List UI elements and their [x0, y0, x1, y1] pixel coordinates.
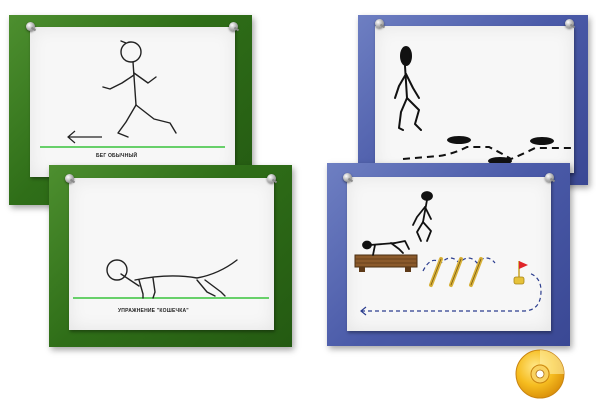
card-cat-paper: УПРАЖНЕНИЕ "КОШЕЧКА"	[69, 178, 274, 330]
card-hops-paper	[375, 26, 574, 173]
card-running-caption: БЕГ ОБЫЧНЫЙ	[96, 153, 137, 159]
running-figure	[103, 41, 176, 137]
cd-disc-icon[interactable]	[514, 348, 566, 400]
dashed-hop-path	[403, 147, 571, 159]
jumping-figure	[413, 192, 432, 241]
flag-icon	[514, 261, 528, 284]
pin-icon	[343, 173, 352, 182]
pin-icon	[545, 173, 554, 182]
pin-icon	[229, 22, 238, 31]
hops-illustration	[375, 26, 574, 173]
bench	[355, 255, 417, 272]
walking-figure	[395, 47, 421, 130]
pin-icon	[375, 19, 384, 28]
hole-1	[447, 136, 471, 144]
card-course-paper	[347, 177, 551, 331]
arrow-left-icon	[68, 131, 102, 143]
card-hops-frame	[358, 15, 588, 185]
pin-icon	[565, 19, 574, 28]
course-illustration	[347, 177, 551, 331]
crawling-figure	[107, 260, 237, 298]
pin-icon	[267, 174, 276, 183]
pin-icon	[26, 22, 35, 31]
pin-icon	[65, 174, 74, 183]
card-running-paper: БЕГ ОБЫЧНЫЙ	[30, 27, 235, 177]
card-cat-caption: УПРАЖНЕНИЕ "КОШЕЧКА"	[118, 308, 189, 314]
card-course-frame	[327, 163, 570, 346]
bench-crawler	[363, 241, 409, 255]
hole-3	[530, 137, 554, 145]
card-cat-frame: УПРАЖНЕНИЕ "КОШЕЧКА"	[49, 165, 292, 347]
